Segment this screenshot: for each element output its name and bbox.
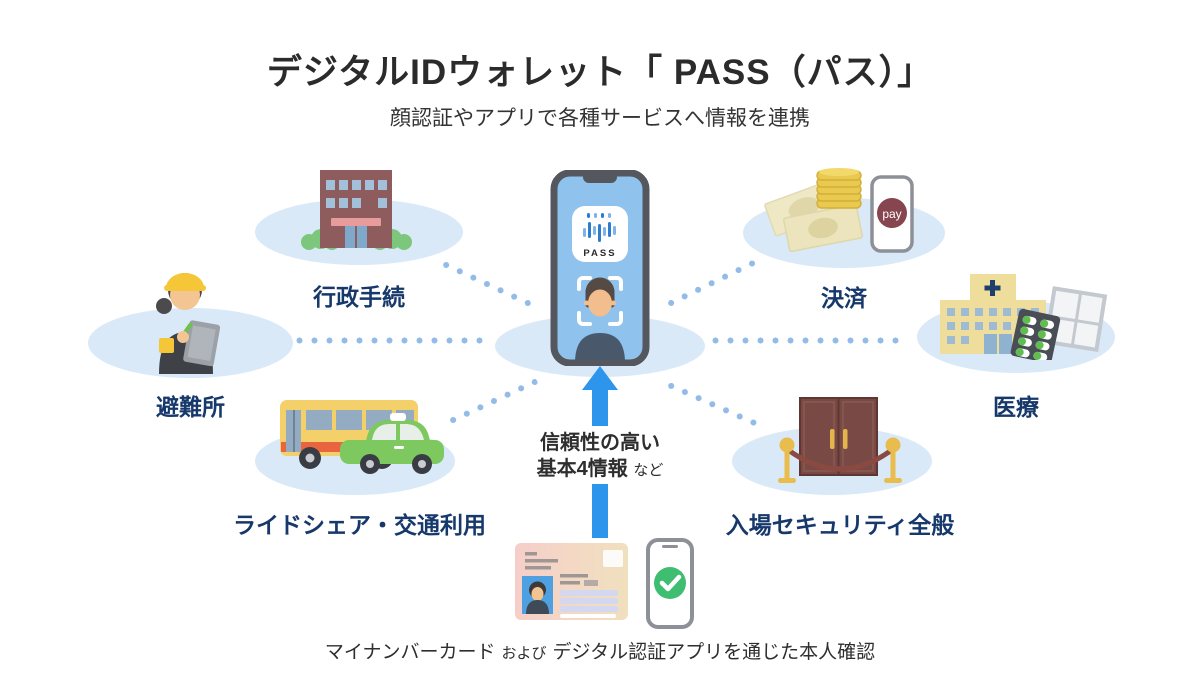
service-ride: ライドシェア・交通利用	[233, 398, 486, 540]
government-building-icon	[301, 170, 412, 250]
footer-caption: マイナンバーカードおよびデジタル認証アプリを通じた本人確認	[0, 637, 1200, 664]
footer-part1: マイナンバーカード	[324, 642, 496, 663]
auth-app-phone-icon	[646, 538, 694, 629]
service-label-shelter: 避難所	[156, 394, 225, 420]
money-pay-phone-icon: pay	[764, 168, 914, 253]
pass-app-icon: PASS	[572, 206, 628, 262]
svg-text:pay: pay	[882, 207, 901, 221]
connector-medical-center	[712, 337, 906, 344]
service-payment: pay 決済	[743, 163, 945, 313]
svg-text:PASS: PASS	[583, 248, 616, 259]
page-title: デジタルIDウォレット「 PASS（パス）」	[266, 53, 934, 92]
page-subtitle: 顔認証やアプリで各種サービスへ情報を連携	[390, 107, 810, 130]
pass-wallet-phone-icon: PASS	[550, 170, 650, 366]
service-security: 入場セキュリティ全般	[725, 390, 955, 540]
service-medical: 医療	[917, 272, 1115, 422]
service-label-ride: ライドシェア・交通利用	[233, 512, 486, 538]
footer-connector: および	[501, 645, 547, 662]
service-shelter: 避難所	[88, 262, 294, 422]
connector-shelter-center	[296, 337, 488, 344]
center-wallet: PASS	[495, 170, 705, 377]
service-gov: 行政手続	[255, 168, 465, 310]
footer-part2: デジタル認証アプリを通じた本人確認	[552, 642, 876, 663]
arrow-note: 信頼性の高い 基本4情報 など	[450, 430, 750, 484]
service-label-medical: 医療	[993, 394, 1039, 420]
arrow-note-suffix: など	[633, 462, 664, 479]
scanned-person	[575, 277, 625, 360]
up-arrow	[582, 366, 618, 538]
service-label-payment: 決済	[821, 285, 867, 311]
relief-worker-icon	[156, 273, 221, 374]
service-label-gov: 行政手続	[313, 284, 405, 310]
arrow-note-line1: 信頼性の高い	[540, 432, 660, 454]
entrance-doors-icon	[778, 397, 902, 483]
face-scan-frame	[577, 276, 623, 326]
my-number-card-icon	[515, 543, 628, 620]
identity-verification-icons	[515, 538, 694, 629]
bus-taxi-icon	[280, 400, 444, 474]
arrow-note-line2: 基本4情報 など	[536, 458, 664, 480]
check-icon	[654, 567, 686, 599]
hospital-medicine-icon	[940, 274, 1108, 360]
pay-badge	[877, 198, 907, 228]
service-label-security: 入場セキュリティ全般	[725, 512, 955, 538]
